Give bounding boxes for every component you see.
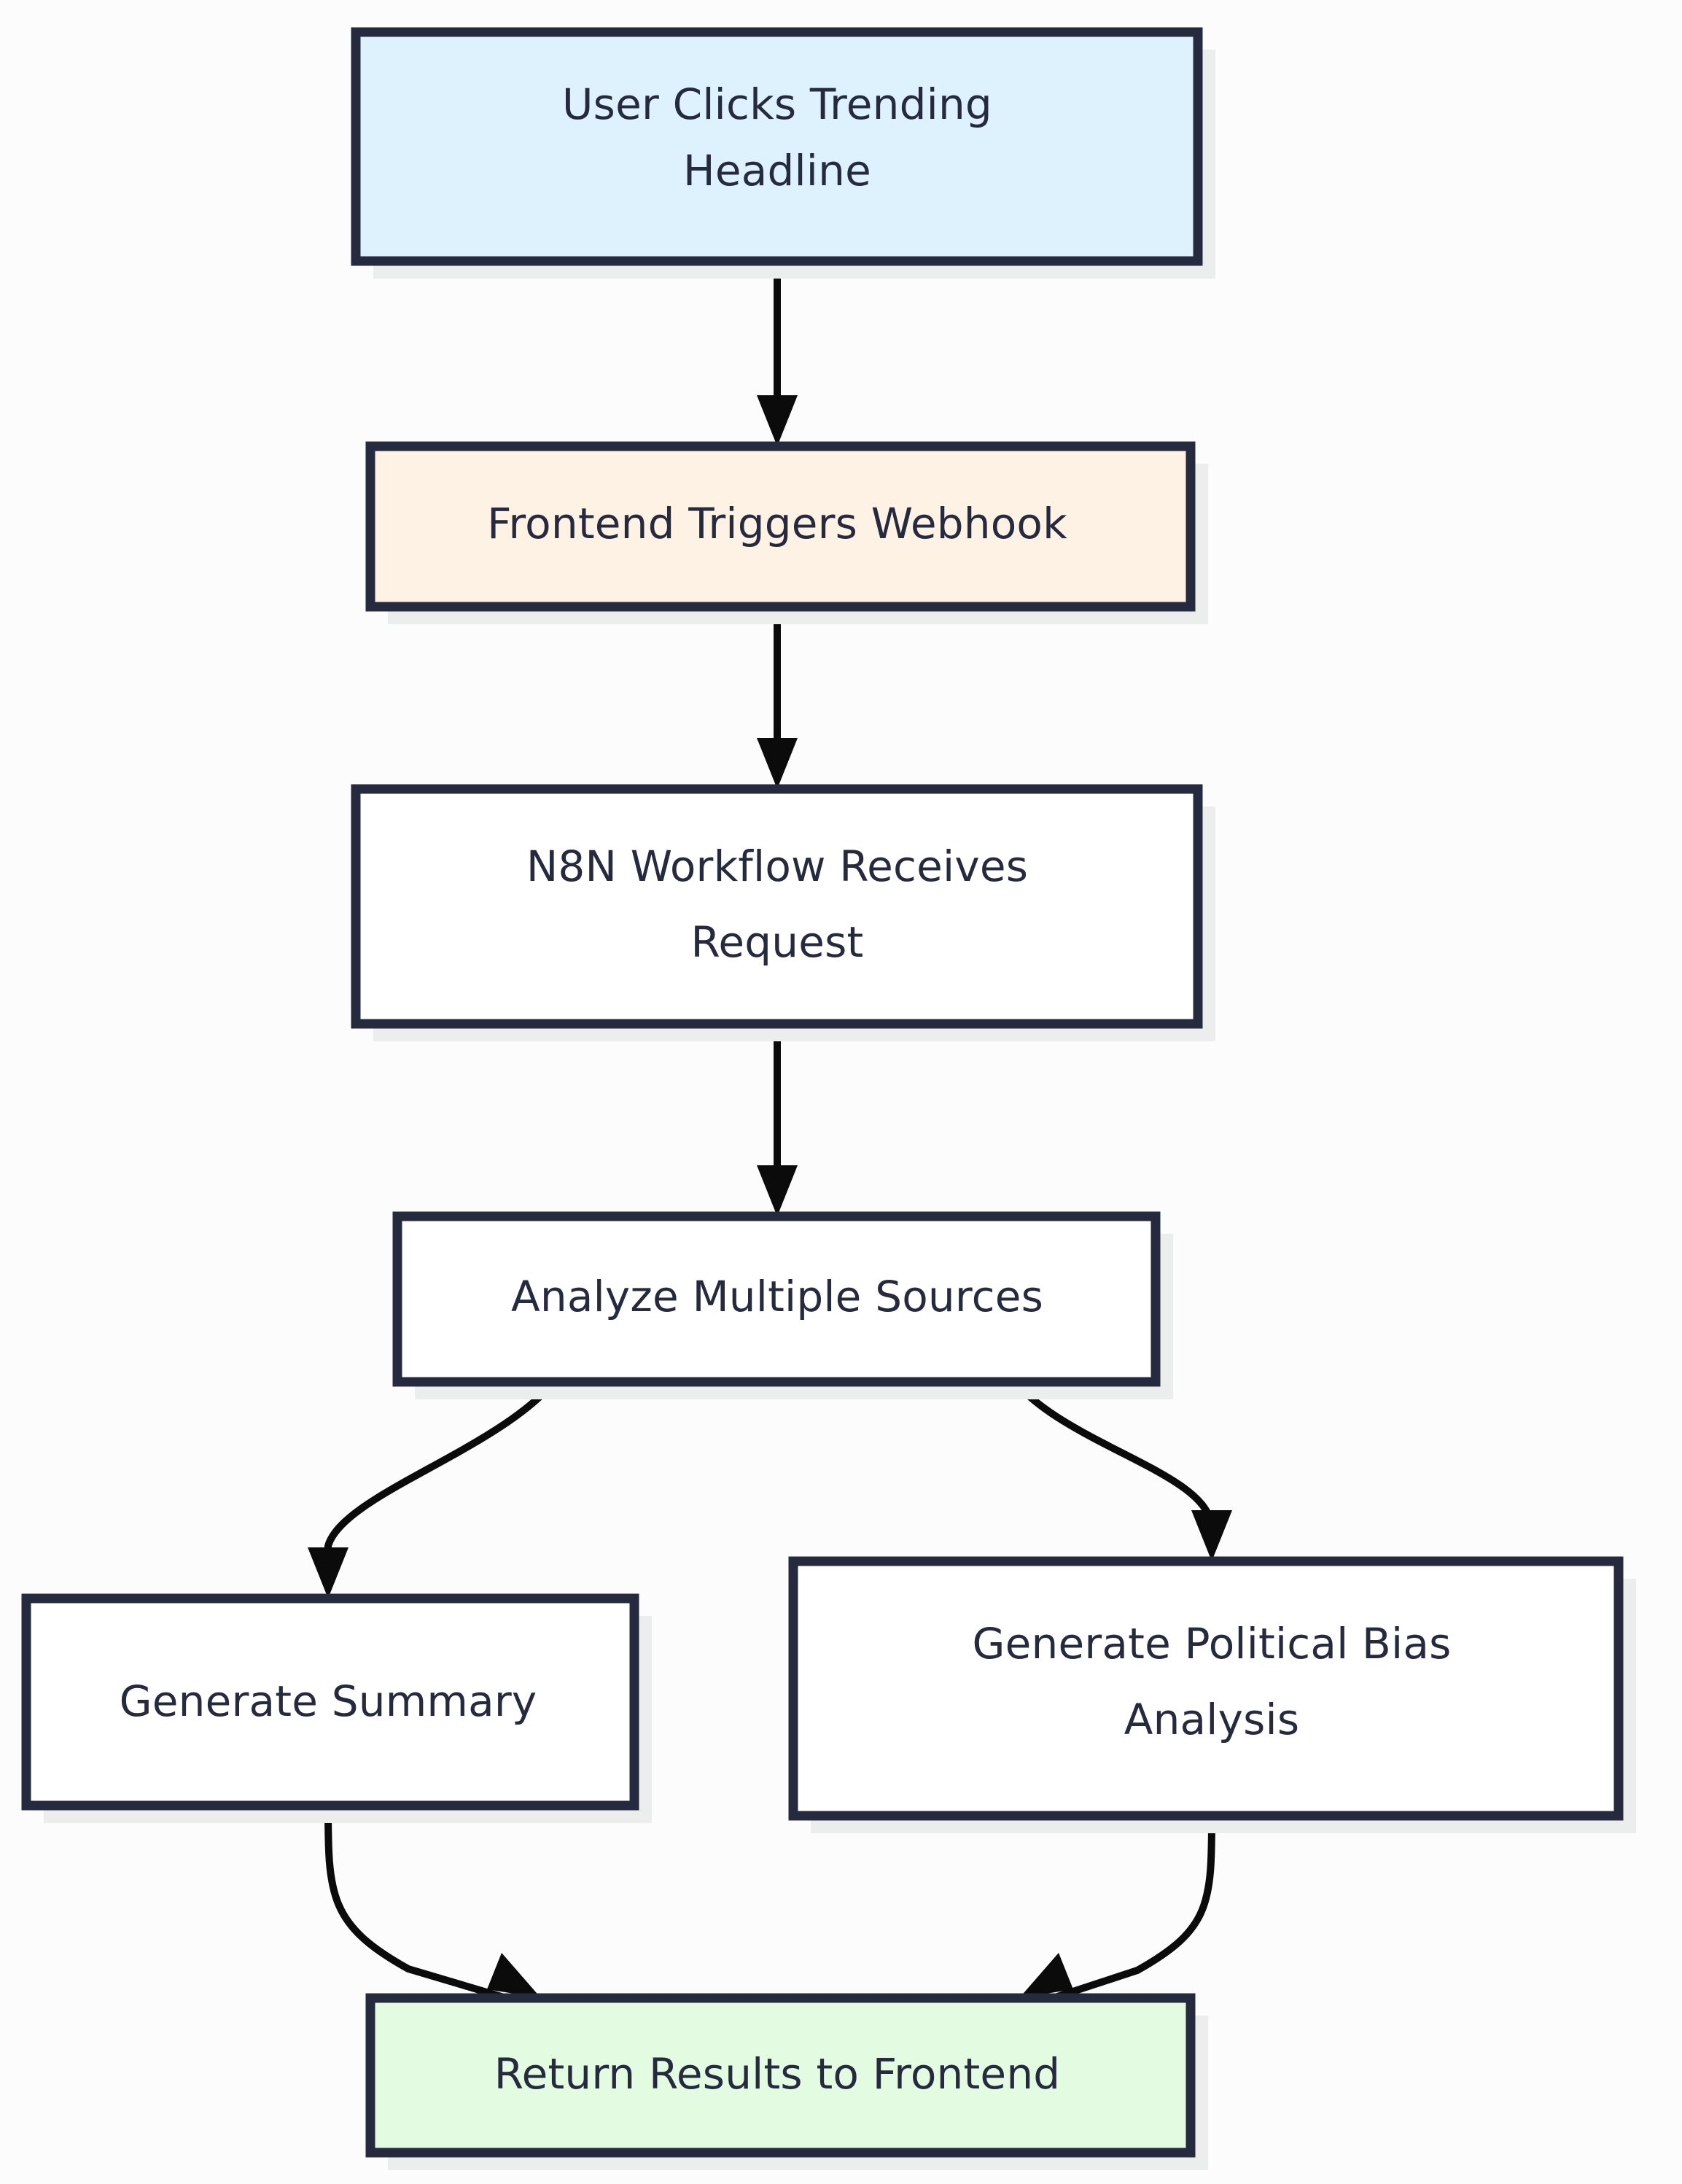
node-analyze-multiple-sources[interactable]: Analyze Multiple Sources	[392, 1211, 1161, 1387]
node-label-line1: Analyze Multiple Sources	[511, 1272, 1043, 1321]
node-label-line1: N8N Workflow Receives	[526, 842, 1028, 891]
edge-n8n-receives-to-analyze-sources	[757, 1024, 798, 1216]
node-label-line1: User Clicks Trending	[562, 79, 992, 129]
edge-line	[324, 1805, 518, 2005]
node-box[interactable]	[351, 784, 1203, 1029]
node-label-line1: Generate Political Bias	[972, 1619, 1451, 1668]
edge-user-clicks-to-frontend-webhook	[757, 261, 798, 446]
node-return-results-to-frontend[interactable]: Return Results to Frontend	[365, 1993, 1196, 2158]
arrowhead-icon	[1019, 1953, 1073, 1998]
node-generate-summary[interactable]: Generate Summary	[21, 1593, 639, 1811]
edge-generate-bias-to-return-results	[1019, 1815, 1215, 2005]
edge-group	[308, 261, 1232, 2005]
node-user-clicks-trending-headline[interactable]: User Clicks Trending Headline	[351, 27, 1203, 266]
node-box[interactable]	[21, 1593, 639, 1811]
node-box[interactable]	[788, 1556, 1624, 1821]
node-box[interactable]	[351, 27, 1203, 266]
node-n8n-workflow-receives-request[interactable]: N8N Workflow Receives Request	[351, 784, 1203, 1029]
node-shadow-group	[44, 50, 1636, 2170]
edge-frontend-webhook-to-n8n-receives	[757, 607, 798, 789]
arrowhead-icon	[1191, 1510, 1232, 1561]
arrowhead-icon	[757, 395, 798, 446]
arrowhead-icon	[757, 738, 798, 789]
edge-analyze-sources-to-generate-summary	[308, 1379, 557, 1598]
edge-generate-summary-to-return-results	[324, 1805, 541, 2005]
node-label-line2: Analysis	[1124, 1695, 1300, 1744]
node-box[interactable]	[365, 441, 1196, 612]
arrowhead-icon	[487, 1953, 541, 1998]
node-box[interactable]	[365, 1993, 1196, 2158]
node-label-line1: Frontend Triggers Webhook	[487, 499, 1067, 548]
edge-line	[1012, 1379, 1215, 1529]
edge-line	[324, 1379, 557, 1566]
node-label-line2: Request	[691, 917, 864, 967]
node-label-line1: Return Results to Frontend	[494, 2049, 1061, 2099]
node-frontend-triggers-webhook[interactable]: Frontend Triggers Webhook	[365, 441, 1196, 612]
node-label-line1: Generate Summary	[120, 1676, 537, 1726]
node-box[interactable]	[392, 1211, 1161, 1387]
arrowhead-icon	[757, 1165, 798, 1216]
edge-line	[1043, 1815, 1215, 2005]
edge-analyze-sources-to-generate-bias	[1012, 1379, 1232, 1561]
node-generate-political-bias-analysis[interactable]: Generate Political Bias Analysis	[788, 1556, 1624, 1821]
arrowhead-icon	[308, 1547, 349, 1598]
node-label-line2: Headline	[683, 146, 871, 195]
